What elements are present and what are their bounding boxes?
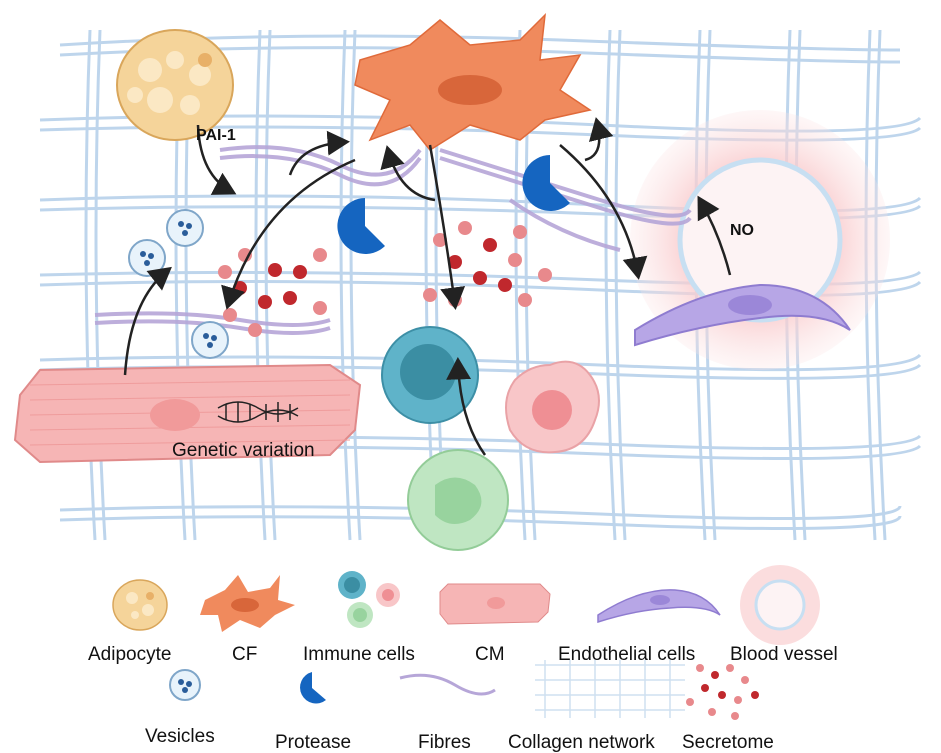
legend-secretome-label: Secretome [682,732,774,753]
macrophage-cell [381,326,479,424]
legend-secretome-icon [686,664,759,720]
legend-cf-icon [200,575,295,632]
legend-cm-label: CM [475,644,505,665]
legend-fibres-icon [399,673,496,696]
legend-blood-vessel-label: Blood vessel [730,644,838,665]
cardiomyocyte-cell [13,363,362,464]
endothelial-cell [634,283,851,347]
legend-endothelial-cells-icon [597,589,721,624]
legend: Adipocyte CF Immune cells CM Endothelial… [88,565,838,753]
legend-collagen-network-icon [535,660,685,718]
legend-vesicles-label: Vesicles [145,726,215,747]
no-label: NO [730,222,754,239]
cardiac-fibroblast-cell [354,12,592,151]
legend-fibres-label: Fibres [418,732,471,753]
legend-endothelial-cells-label: Endothelial cells [558,644,695,665]
legend-protease-label: Protease [275,732,351,753]
signaling-arrows [123,117,732,456]
legend-protease-icon [300,672,326,704]
legend-vesicles-icon [169,669,201,701]
dendritic-cell [505,360,600,454]
legend-blood-vessel-icon [740,565,820,645]
genetic-variation-label: Genetic variation [172,440,315,461]
legend-adipocyte-icon [112,579,168,631]
legend-immune-cells-icon [338,571,400,628]
pai1-label: PAI-1 [196,127,236,144]
legend-cf-label: CF [232,644,257,665]
neutrophil-cell [407,449,509,551]
legend-adipocyte-label: Adipocyte [88,644,171,665]
dna-icon [217,401,299,423]
adipocyte-cell [116,29,234,141]
secretome-dots [218,221,552,337]
legend-immune-cells-label: Immune cells [303,644,415,665]
proteases [337,155,570,254]
legend-cm-icon [439,583,551,625]
legend-collagen-network-label: Collagen network [508,732,655,753]
